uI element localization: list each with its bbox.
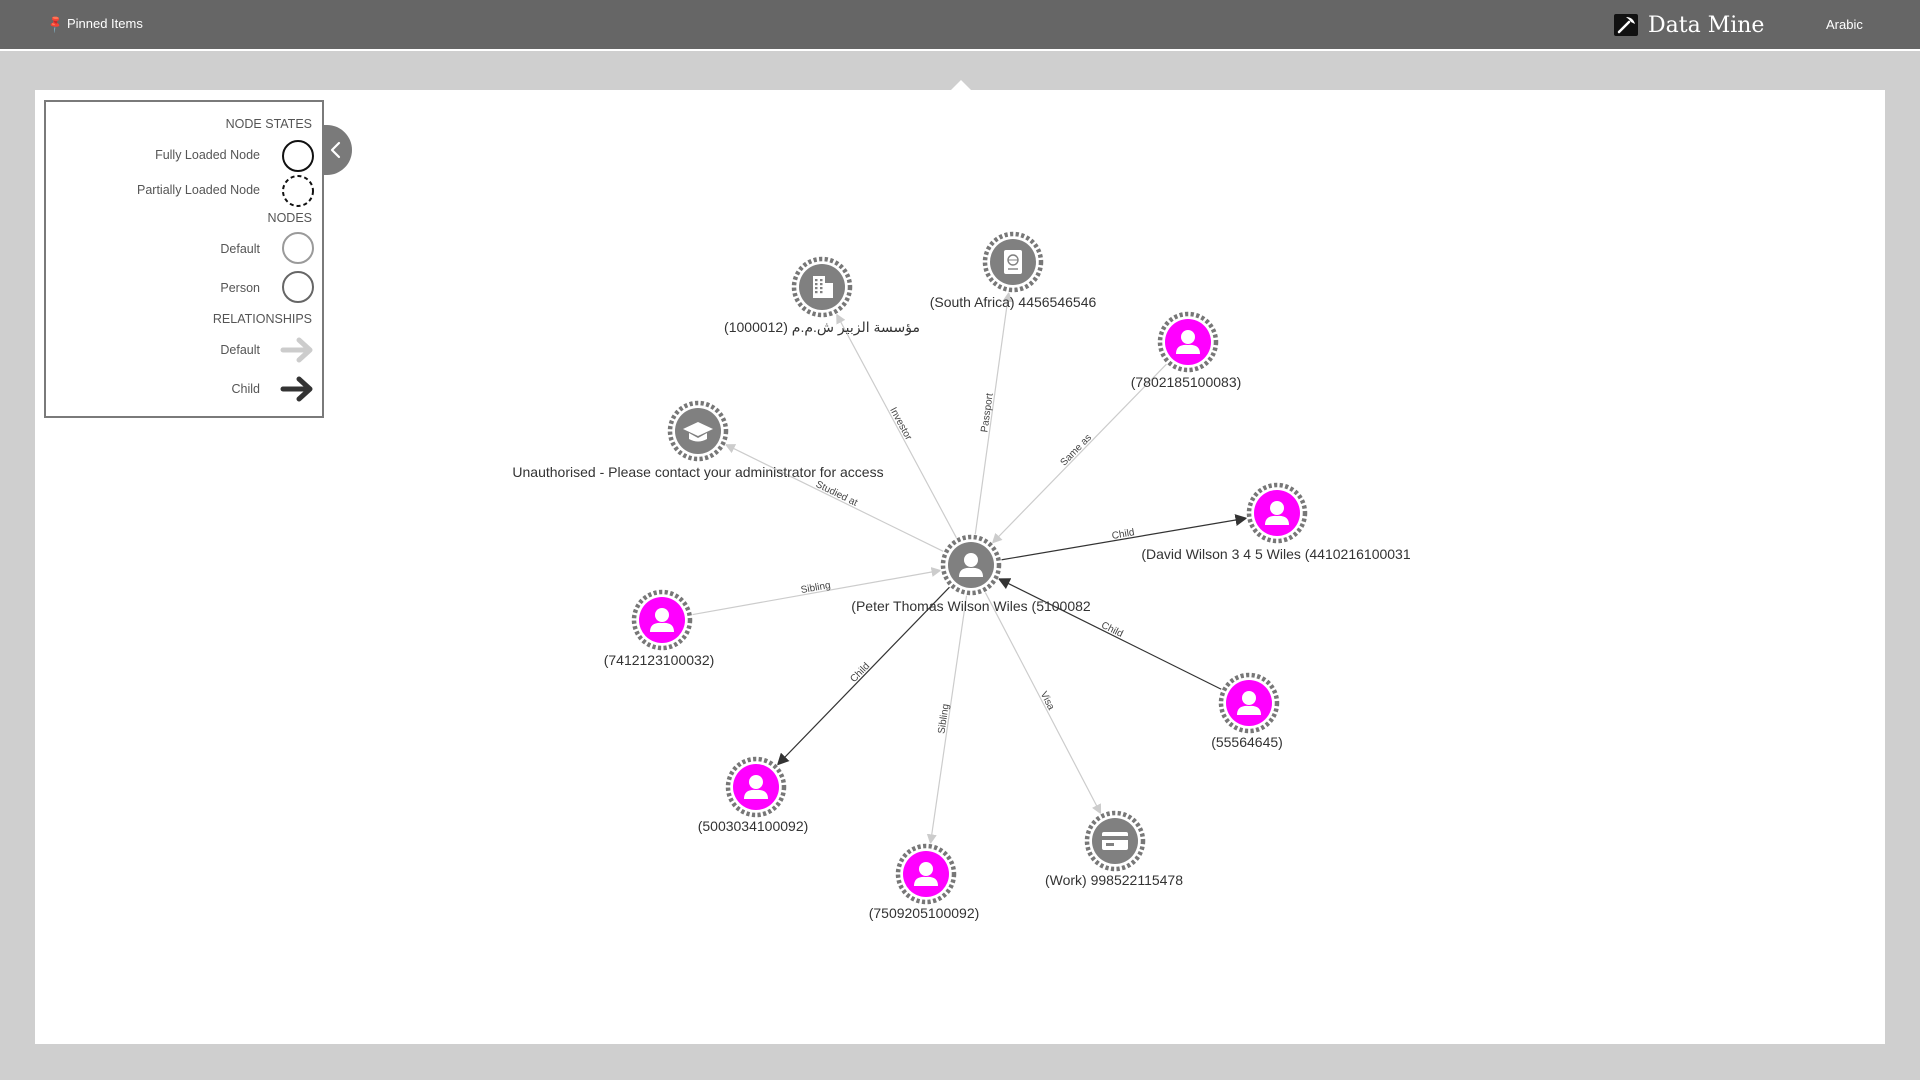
default-node-icon <box>282 232 314 264</box>
graph-node-p3[interactable]: (55564645) <box>1211 672 1283 750</box>
building-icon <box>813 276 833 298</box>
relationship-edge-center-school[interactable] <box>724 443 946 553</box>
brand-name: Data Mine <box>1648 12 1765 38</box>
relationship-edge-p3-center[interactable] <box>997 577 1224 691</box>
relationship-label: Studied at <box>814 479 859 509</box>
node-label: (David Wilson 3 4 5 Wiles (4410216100031 <box>1141 546 1410 562</box>
canvas-notch <box>950 80 972 91</box>
child-relationship-arrow-icon <box>280 376 313 402</box>
node-label: (7412123100032) <box>604 652 715 668</box>
node-partial-ring <box>895 843 957 905</box>
node-partial-ring <box>940 534 1002 596</box>
graduation-cap-icon <box>683 422 713 442</box>
legend-default-node-label: Default <box>220 242 260 256</box>
person-icon <box>1265 501 1289 525</box>
default-relationship-arrow-icon <box>280 337 313 363</box>
partially-loaded-node-icon <box>282 175 314 207</box>
relationship-edge-center-david[interactable] <box>999 514 1248 561</box>
passport-icon <box>1004 250 1022 274</box>
person-icon <box>1176 330 1200 354</box>
brand: Data Mine <box>1614 10 1764 40</box>
top-bar: 📌Pinned Items Data Mine Arabic <box>0 0 1920 51</box>
node-partial-ring <box>791 256 853 318</box>
node-partial-ring <box>1084 810 1146 872</box>
legend-relationships-heading: RELATIONSHIPS <box>212 312 312 326</box>
relationship-label: Sibling <box>936 703 951 734</box>
graph-node-center[interactable]: (Peter Thomas Wilson Wiles (5100082 <box>851 534 1091 614</box>
person-icon <box>650 608 674 632</box>
node-label: Unauthorised - Please contact your admin… <box>512 464 883 480</box>
legend-partially-loaded-label: Partially Loaded Node <box>137 183 260 197</box>
legend-node-states-heading: NODE STATES <box>225 117 312 131</box>
person-icon <box>744 775 768 799</box>
pickaxe-logo-icon <box>1614 14 1638 36</box>
person-node-icon <box>282 271 314 303</box>
relationship-edge-center-org[interactable] <box>835 313 958 540</box>
legend-default-rel-label: Default <box>220 343 260 357</box>
node-partial-ring <box>982 231 1044 293</box>
node-label: (7509205100092) <box>869 905 980 921</box>
pinned-items-label: Pinned Items <box>66 16 143 31</box>
relationship-label: Child <box>848 661 872 685</box>
graph-node-visa[interactable]: (Work) 998522115478 <box>1045 810 1183 888</box>
nodes-layer: (Peter Thomas Wilson Wiles (5100082 مؤسسة… <box>512 231 1411 921</box>
node-label: (Work) 998522115478 <box>1045 872 1183 888</box>
node-label: (55564645) <box>1211 734 1283 750</box>
chevron-left-icon <box>330 141 341 159</box>
node-partial-ring <box>667 400 729 462</box>
graph-node-org[interactable]: مؤسسة الزبير ش.م.م (1000012) <box>724 256 920 336</box>
person-icon <box>914 862 938 886</box>
graph-node-school[interactable]: Unauthorised - Please contact your admin… <box>512 400 884 480</box>
person-icon <box>1237 691 1261 715</box>
node-partial-ring <box>1218 672 1280 734</box>
node-label: مؤسسة الزبير ش.م.م (1000012) <box>724 319 920 336</box>
node-partial-ring <box>1157 311 1219 373</box>
relationship-label: Same as <box>1059 432 1094 468</box>
node-partial-ring <box>1246 482 1308 544</box>
relationship-label: Sibling <box>800 580 831 596</box>
relationship-label: Visa <box>1038 690 1057 713</box>
legend-nodes-heading: NODES <box>267 211 312 225</box>
relationship-edge-center-p4[interactable] <box>776 585 952 766</box>
relationship-label: Child <box>1111 527 1135 542</box>
graph-node-passport[interactable]: (South Africa) 4456546546 <box>930 231 1097 310</box>
visa-card-icon <box>1102 832 1128 850</box>
person-icon <box>959 553 983 577</box>
relationship-edge-p1-center[interactable] <box>991 362 1169 544</box>
legend-person-node-label: Person <box>220 281 260 295</box>
relationship-edge-p2-center[interactable] <box>690 567 942 616</box>
node-label: (5003034100092) <box>698 818 809 834</box>
graph-node-p5[interactable]: (7509205100092) <box>869 843 980 921</box>
relationship-edge-center-p5[interactable] <box>926 593 968 845</box>
node-label: (7802185100083) <box>1131 374 1242 390</box>
pinned-items-button[interactable]: 📌Pinned Items <box>45 14 143 34</box>
node-partial-ring <box>631 589 693 651</box>
graph-node-p2[interactable]: (7412123100032) <box>604 589 715 668</box>
relationship-label: Investor <box>887 406 914 443</box>
legend-panel: NODE STATES Fully Loaded Node Partially … <box>44 100 324 418</box>
relationship-label: Passport <box>979 392 995 433</box>
relationship-label: Child <box>1099 620 1124 640</box>
node-label: (South Africa) 4456546546 <box>930 294 1097 310</box>
node-label: (Peter Thomas Wilson Wiles (5100082 <box>851 598 1091 614</box>
relationship-edge-center-passport[interactable] <box>974 291 1013 537</box>
node-partial-ring <box>725 756 787 818</box>
graph-node-p4[interactable]: (5003034100092) <box>698 756 809 834</box>
relationship-edge-center-visa[interactable] <box>983 590 1102 815</box>
legend-fully-loaded-label: Fully Loaded Node <box>155 148 260 162</box>
fully-loaded-node-icon <box>282 140 314 172</box>
graph-node-david[interactable]: (David Wilson 3 4 5 Wiles (4410216100031 <box>1141 482 1411 562</box>
legend-child-rel-label: Child <box>231 382 261 396</box>
language-switch[interactable]: Arabic <box>1826 17 1863 32</box>
graph-node-p1[interactable]: (7802185100083) <box>1131 311 1242 390</box>
